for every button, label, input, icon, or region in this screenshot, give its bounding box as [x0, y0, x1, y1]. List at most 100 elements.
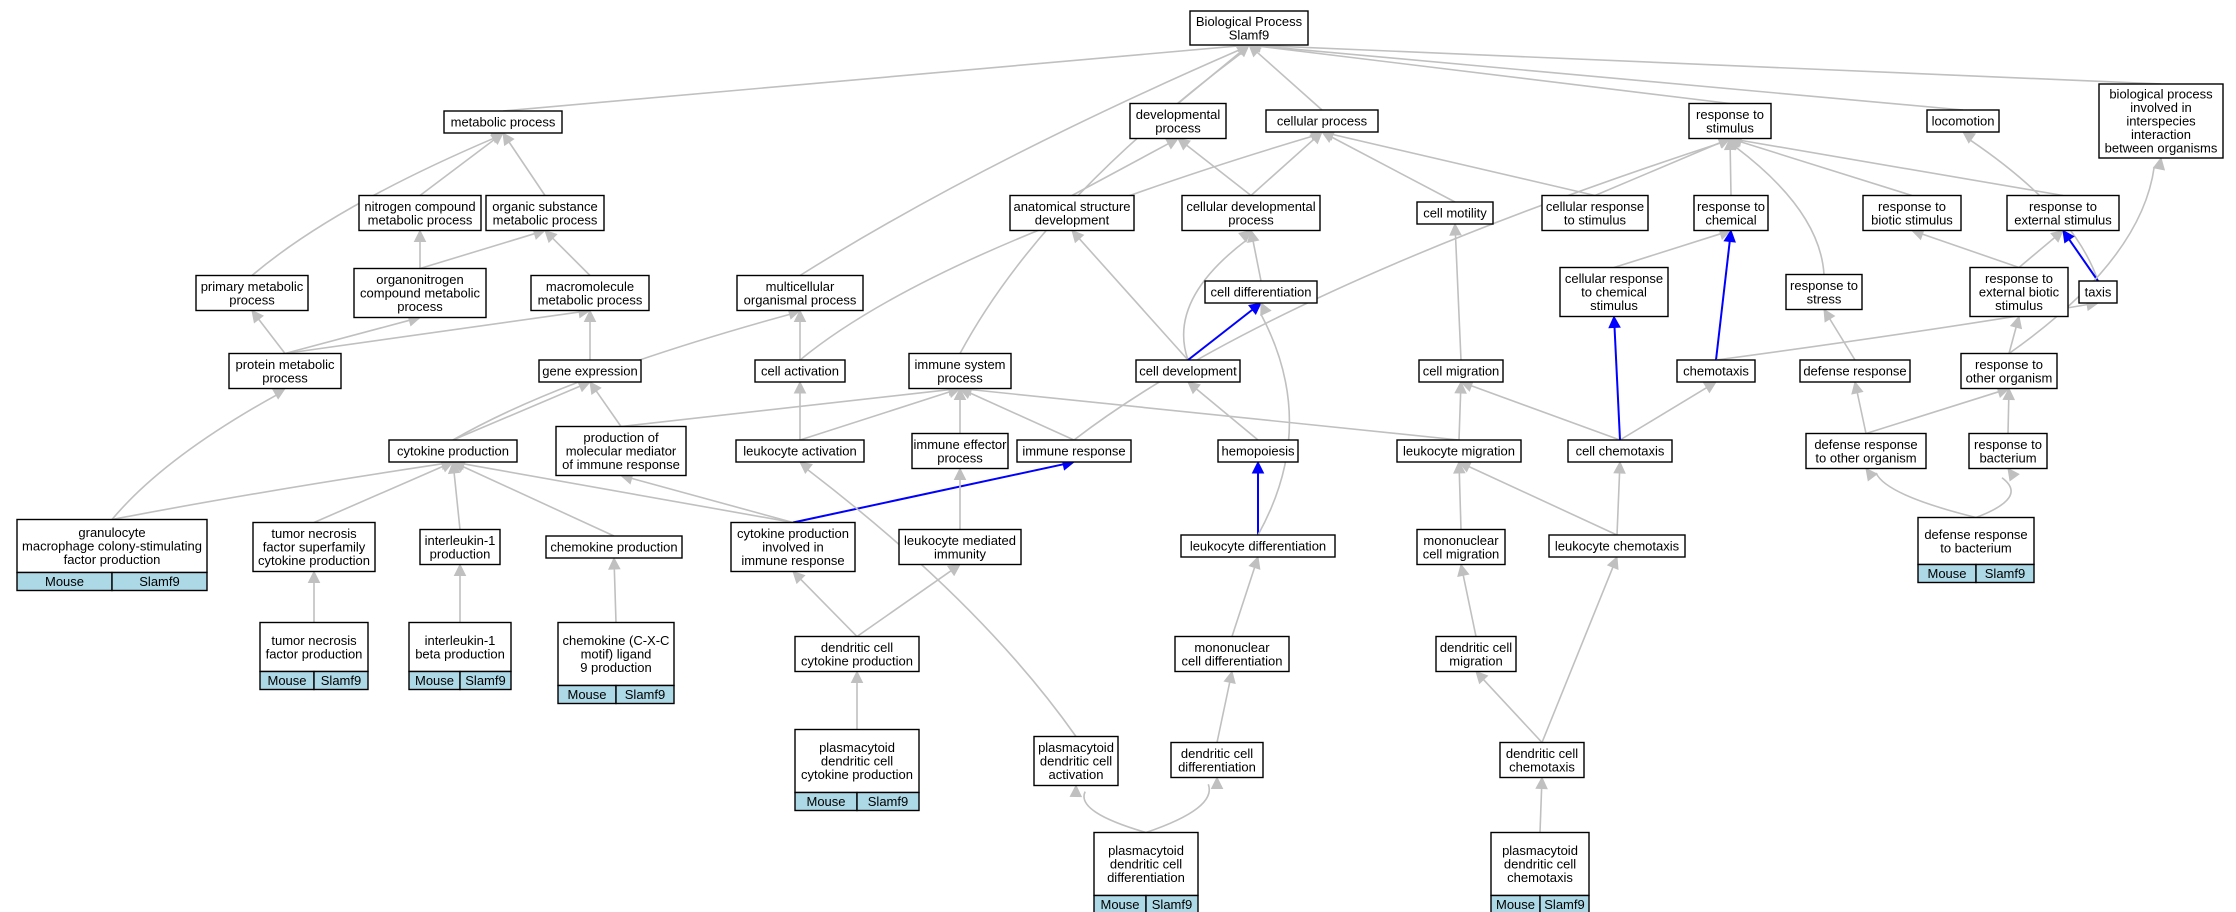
edge-line — [463, 463, 794, 524]
organism-label: Mouse — [415, 673, 454, 688]
node-box — [1093, 831, 1199, 897]
go-term-leuk-activation[interactable]: leukocyte activation — [735, 439, 865, 463]
go-term-cell-migration[interactable]: cell migration — [1418, 359, 1504, 383]
edge-line — [552, 237, 591, 277]
go-term-cell-activation[interactable]: cell activation — [754, 359, 846, 383]
edge-line — [453, 472, 461, 530]
go-term-chemokine-prod[interactable]: chemokine production — [545, 535, 683, 559]
node-box — [259, 621, 369, 673]
node-label-line: interaction — [2131, 127, 2191, 142]
node-box — [1416, 201, 1494, 225]
go-term-metabolic[interactable]: metabolic process — [443, 110, 563, 134]
go-term-hemopoiesis[interactable]: hemopoiesis — [1217, 439, 1299, 463]
go-term-cell-chemotaxis[interactable]: cell chemotaxis — [1567, 439, 1673, 463]
node-label-line: metabolic process — [493, 212, 598, 227]
go-term-leuk-chemotaxis[interactable]: leukocyte chemotaxis — [1548, 534, 1686, 558]
go-term-locomotion[interactable]: locomotion — [1926, 109, 2000, 133]
node-label-line: stress — [1807, 291, 1842, 306]
go-term-defense[interactable]: defense response — [1799, 359, 1911, 383]
gene-cell — [1975, 563, 2035, 584]
node-label-line: stimulus — [1706, 120, 1754, 135]
go-term-leuk-diff[interactable]: leukocyte differentiation — [1180, 534, 1336, 558]
node-label-line: tumor necrosis — [271, 526, 357, 541]
go-term-cell-motility[interactable]: cell motility — [1416, 201, 1494, 225]
go-term-leuk-migration[interactable]: leukocyte migration — [1396, 439, 1522, 463]
node-label-line: differentiation — [1107, 870, 1185, 885]
edge-dc_migration-to-mono_migration — [1457, 563, 1477, 637]
go-term-cell-diff[interactable]: cell differentiation — [1204, 280, 1318, 304]
go-term-chemotaxis[interactable]: chemotaxis — [1676, 359, 1756, 383]
go-term-taxis[interactable]: taxis — [2078, 280, 2118, 304]
go-term-cytokine[interactable]: cytokine production — [388, 439, 518, 463]
edge-gmcsf-to-protein — [111, 387, 286, 521]
gene-cell — [1539, 894, 1590, 912]
node-box — [538, 359, 642, 383]
edge-prod_mediator-to-gene_expr — [589, 381, 622, 427]
go-term-cellular[interactable]: cellular process — [1265, 109, 1379, 133]
edge-anatomical-to-developmental — [1071, 137, 1179, 197]
node-label-line: response to — [1975, 357, 2043, 372]
edge-line — [799, 391, 950, 441]
node-box — [1009, 194, 1135, 232]
node-label-line: cytokine production — [801, 653, 913, 668]
edge-line — [1186, 144, 1252, 197]
go-term-gene-expr[interactable]: gene expression — [538, 359, 642, 383]
node-box — [1180, 534, 1336, 558]
arrowhead-icon — [1962, 131, 1977, 144]
node-box — [2006, 194, 2120, 232]
node-label-line: protein metabolic — [236, 357, 335, 372]
edge-pdc_chemotaxis-to-dc_chemotaxis — [1535, 776, 1548, 833]
edge-line — [2008, 326, 2017, 354]
organism-label: Mouse — [1496, 897, 1535, 912]
go-term-immune-response[interactable]: immune response — [1016, 439, 1132, 463]
node-label-line: anatomical structure — [1013, 199, 1130, 214]
go-term-cell-development[interactable]: cell development — [1135, 359, 1241, 383]
edge-line — [1250, 138, 1315, 197]
